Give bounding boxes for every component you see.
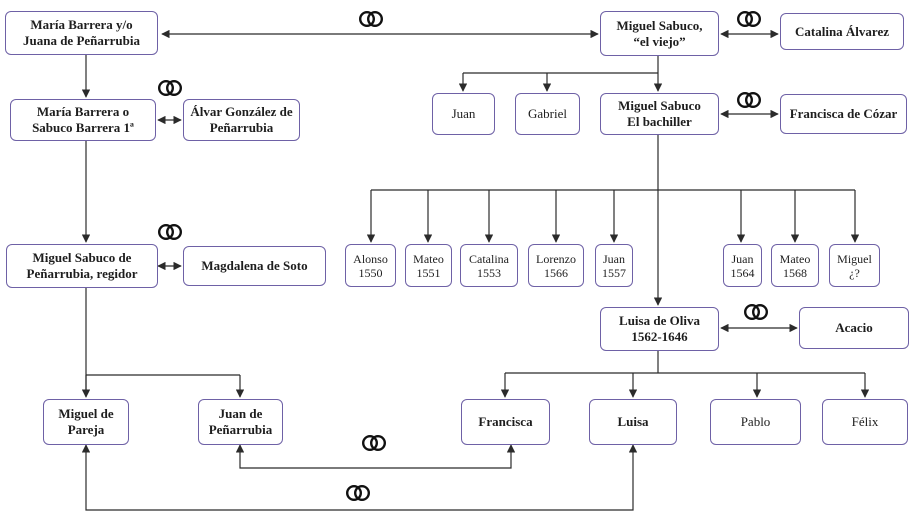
node-francisca: Francisca — [461, 399, 550, 445]
node-felix: Félix — [822, 399, 908, 445]
node-maria-barrera-sabuco: María Barrera o Sabuco Barrera 1ª — [10, 99, 156, 141]
wedding-rings-icon — [743, 303, 769, 321]
wedding-rings-icon — [736, 10, 762, 28]
node-gabriel: Gabriel — [515, 93, 580, 135]
wedding-rings-icon — [157, 79, 183, 97]
node-miguel-sabuco-bachiller: Miguel Sabuco El bachiller — [600, 93, 719, 135]
node-juan-penarrubia: Juan de Peñarrubia — [198, 399, 283, 445]
node-juan: Juan — [432, 93, 495, 135]
node-miguel-q: Miguel ¿? — [829, 244, 880, 287]
node-pablo: Pablo — [710, 399, 801, 445]
node-maria-barrera-juana: María Barrera y/o Juana de Peñarrubia — [5, 11, 158, 55]
wedding-rings-icon — [736, 91, 762, 109]
node-miguel-sabuco-viejo: Miguel Sabuco, “el viejo” — [600, 11, 719, 56]
marriage-line-juan-francisca — [235, 444, 516, 469]
node-catalina-alvarez: Catalina Álvarez — [780, 13, 904, 50]
marriage-line-miguel-luisa — [81, 444, 638, 511]
node-acacio: Acacio — [799, 307, 909, 349]
node-luisa: Luisa — [589, 399, 677, 445]
wedding-rings-icon — [157, 223, 183, 241]
node-mateo-1551: Mateo 1551 — [405, 244, 452, 287]
node-miguel-pareja: Miguel de Pareja — [43, 399, 129, 445]
node-luisa-oliva: Luisa de Oliva 1562-1646 — [600, 307, 719, 351]
node-francisca-cozar: Francisca de Cózar — [780, 94, 907, 134]
node-juan-1564: Juan 1564 — [723, 244, 762, 287]
node-miguel-sabuco-regidor: Miguel Sabuco de Peñarrubia, regidor — [6, 244, 158, 288]
node-mateo-1568: Mateo 1568 — [771, 244, 819, 287]
node-lorenzo: Lorenzo 1566 — [528, 244, 584, 287]
node-juan-1557: Juan 1557 — [595, 244, 633, 287]
node-alvar-gonzalez: Álvar González de Peñarrubia — [183, 99, 300, 141]
node-alonso: Alonso 1550 — [345, 244, 396, 287]
wedding-rings-icon — [361, 434, 387, 452]
wedding-rings-icon — [345, 484, 371, 502]
node-catalina-1553: Catalina 1553 — [460, 244, 518, 287]
wedding-rings-icon — [358, 10, 384, 28]
node-magdalena-soto: Magdalena de Soto — [183, 246, 326, 286]
